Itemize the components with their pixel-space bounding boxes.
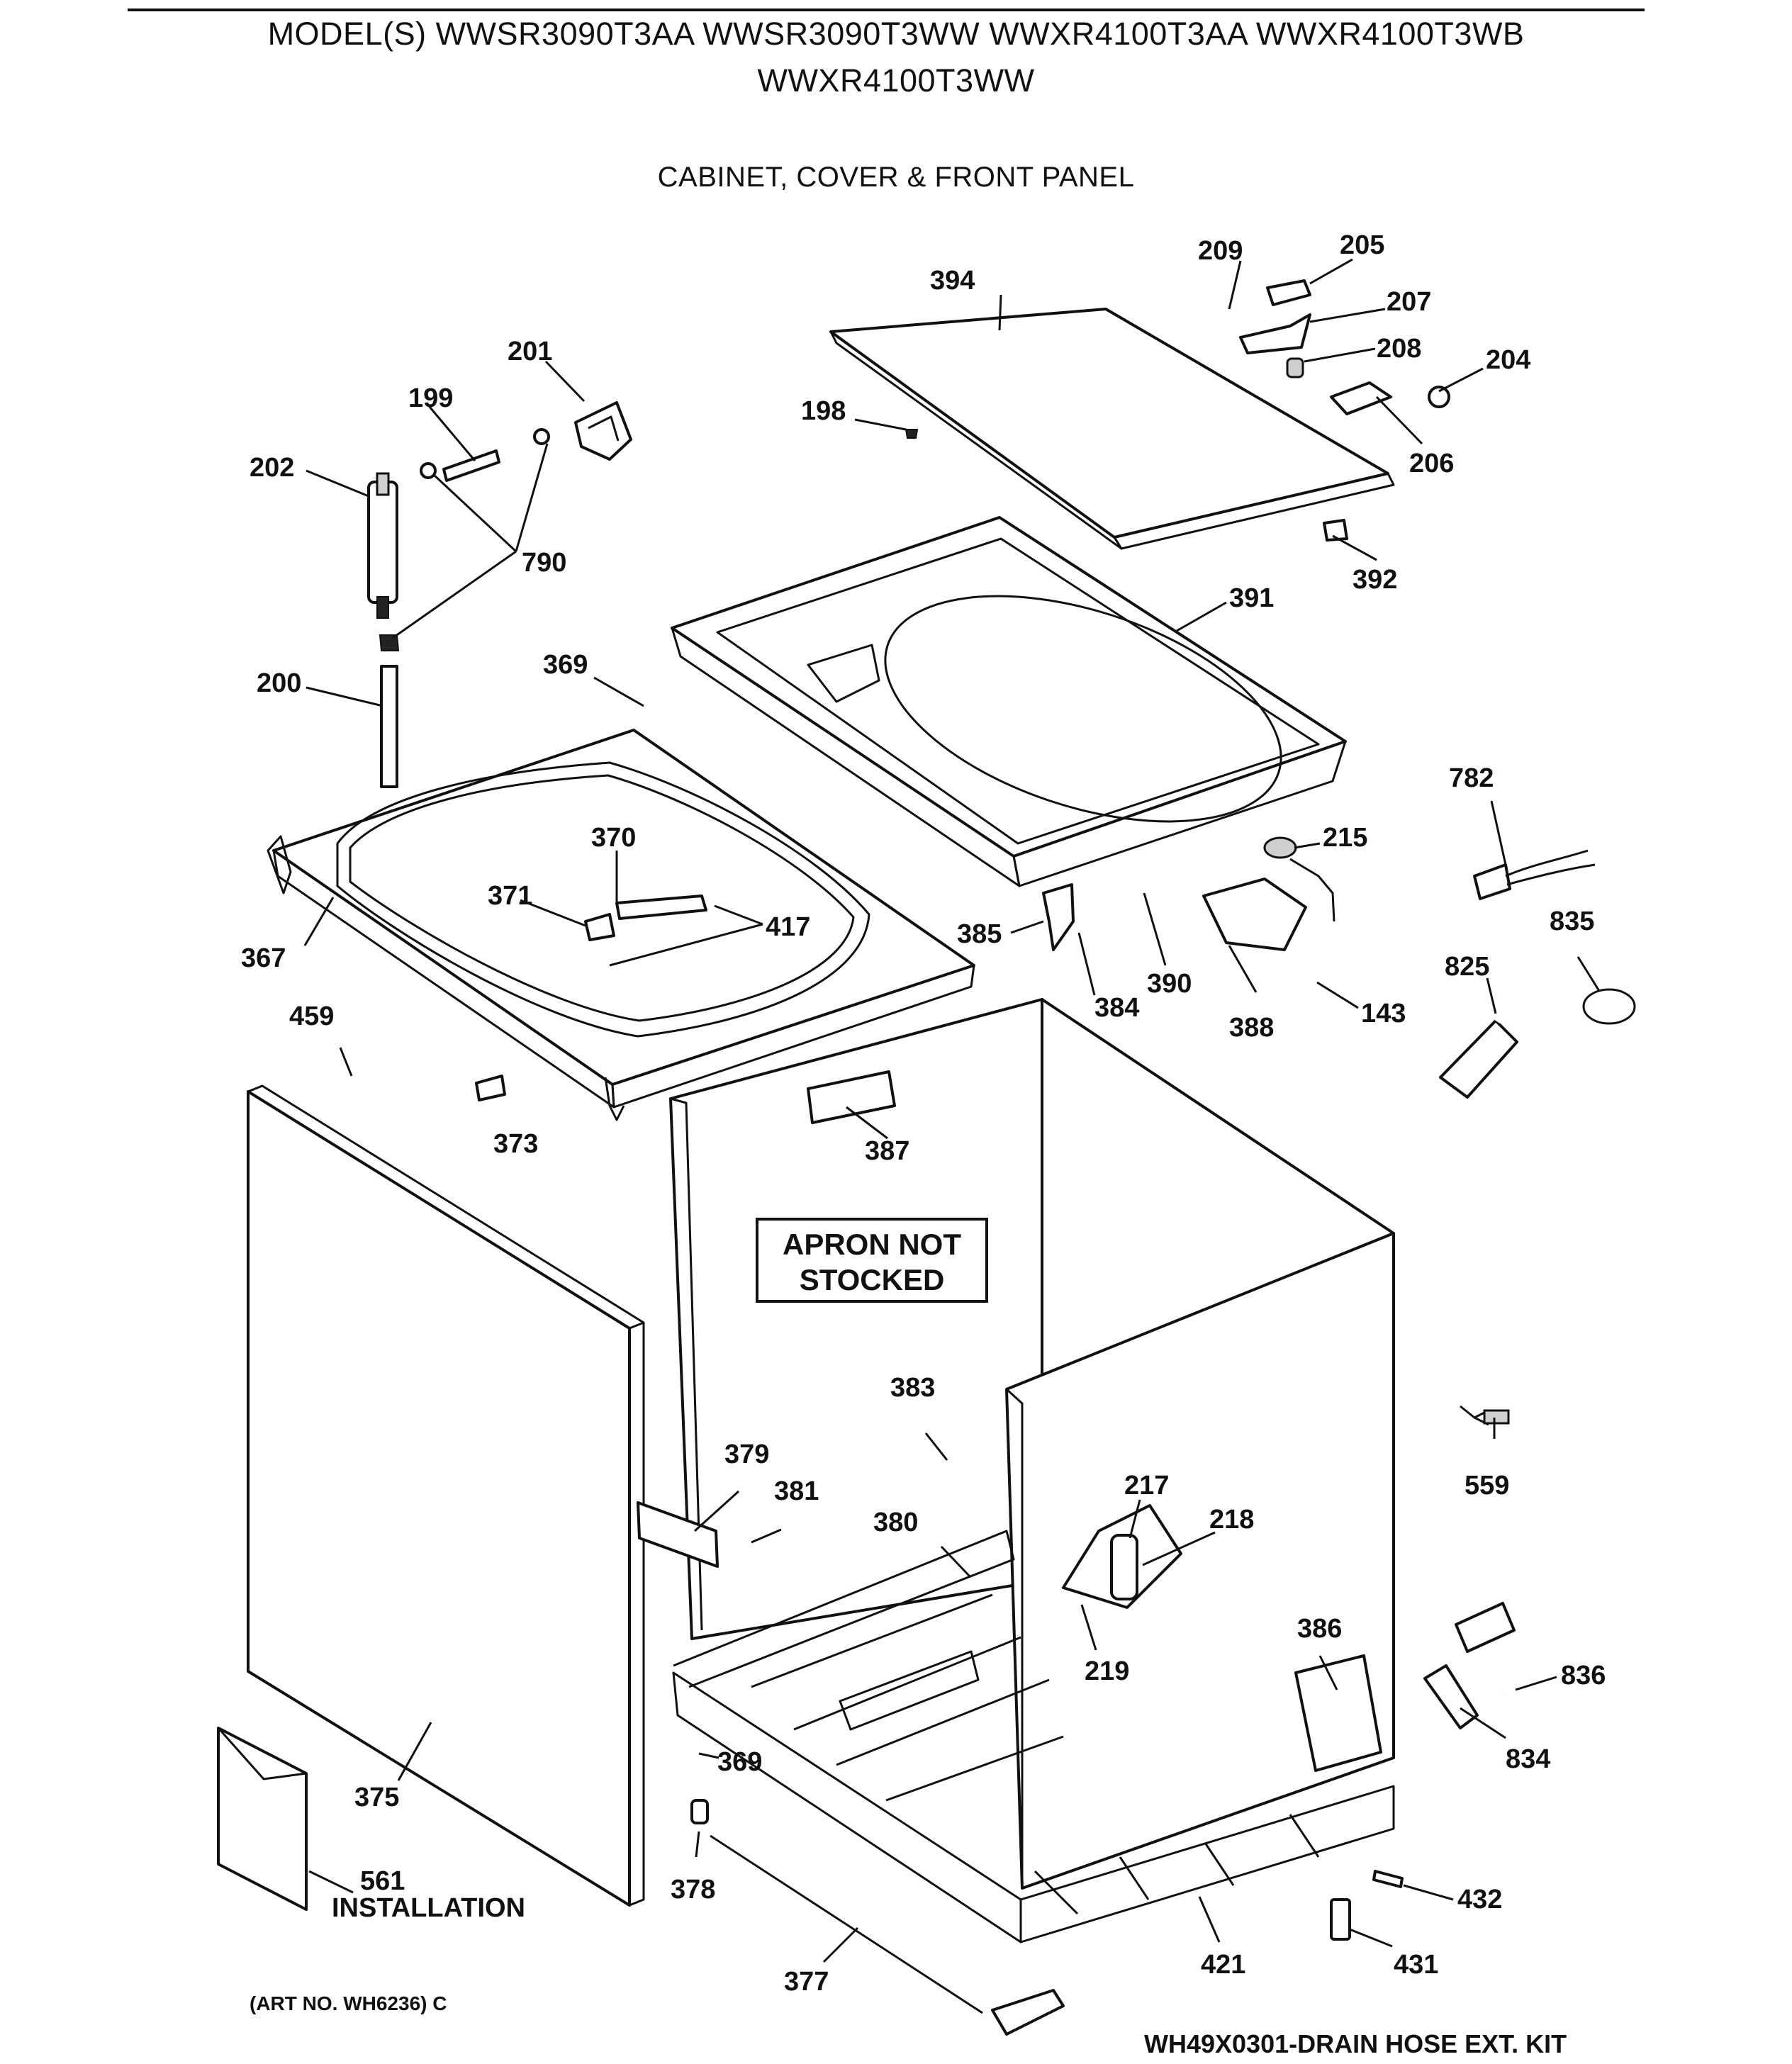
- part-207-spring: [1239, 313, 1311, 354]
- model-list-line-1: MODEL(S) WWSR3090T3AA WWSR3090T3WW WWXR4…: [267, 16, 1525, 52]
- callout: 378: [671, 1875, 715, 1905]
- drain-hose-kit-note: WH49X0301-DRAIN HOSE EXT. KIT: [1144, 2029, 1567, 2058]
- leader-lines: [303, 258, 1601, 1963]
- callout: 432: [1457, 1885, 1502, 1914]
- part-201-bracket: [574, 401, 632, 461]
- callout: 370: [591, 823, 636, 853]
- apron-note: APRON NOT STOCKED: [756, 1218, 988, 1303]
- callout: 385: [957, 919, 1002, 949]
- callout: 387: [865, 1136, 909, 1166]
- header-rule: [128, 9, 1645, 11]
- callout: 369: [543, 650, 588, 680]
- callout: 417: [766, 912, 810, 942]
- apron-note-line-1: APRON NOT: [783, 1228, 961, 1261]
- callout: 388: [1229, 1013, 1274, 1043]
- model-list-line-2: WWXR4100T3WW: [757, 62, 1035, 99]
- callout: 379: [724, 1440, 769, 1469]
- part-385-bracket: [1042, 883, 1075, 951]
- part-834-bracket: [1423, 1664, 1479, 1729]
- installation-label: INSTALLATION: [332, 1893, 525, 1923]
- part-431-foot: [1330, 1898, 1351, 1941]
- callout: 394: [930, 266, 975, 296]
- part-370-strap: [615, 894, 707, 920]
- callout: 218: [1209, 1505, 1254, 1535]
- callout: 381: [774, 1476, 819, 1506]
- callout: 383: [890, 1373, 935, 1403]
- callout: 217: [1124, 1471, 1169, 1501]
- callout: 392: [1353, 565, 1397, 595]
- part-392-bumper: [1323, 519, 1348, 542]
- part-202-shock: [367, 481, 398, 604]
- callout: 219: [1085, 1656, 1129, 1686]
- part-377-rod: [710, 1834, 983, 2014]
- callout: 199: [408, 383, 453, 413]
- part-204-clip: [1428, 386, 1450, 408]
- callout: 390: [1147, 969, 1192, 999]
- callout: 371: [488, 881, 532, 911]
- section-title: CABINET, COVER & FRONT PANEL: [657, 162, 1135, 193]
- callout: 561: [360, 1866, 405, 1896]
- cabinet-body-part: [669, 998, 1395, 1944]
- callout: 380: [873, 1508, 918, 1537]
- callout: 836: [1561, 1661, 1606, 1690]
- part-199-pin: [442, 449, 500, 482]
- callout: 201: [508, 337, 552, 366]
- part-378-nut: [690, 1799, 709, 1824]
- callout: 559: [1465, 1471, 1509, 1501]
- callout: 431: [1394, 1950, 1438, 1980]
- callout: 790: [522, 548, 566, 578]
- callout: 202: [250, 453, 294, 483]
- part-206-link: [1330, 381, 1392, 415]
- callout: 835: [1550, 907, 1594, 936]
- part-371-clip: [584, 913, 615, 941]
- callout: 206: [1409, 449, 1454, 478]
- part-386-bracket: [1294, 1654, 1382, 1772]
- callout-labels: 209 205 394 207 208 204 201 199 198 206 …: [241, 230, 1606, 1997]
- callout: 204: [1486, 345, 1530, 375]
- callout: 375: [354, 1783, 399, 1812]
- part-208: [1286, 357, 1304, 378]
- callout: 367: [241, 943, 286, 973]
- callout: 373: [493, 1129, 538, 1159]
- callout: 209: [1198, 236, 1243, 266]
- part-782-harness: [1473, 863, 1511, 900]
- callout: 391: [1229, 583, 1274, 613]
- apron-note-line-2: STOCKED: [800, 1263, 945, 1296]
- part-387-bracket: [807, 1070, 896, 1124]
- installation-envelope-part: [217, 1727, 308, 1911]
- front-apron-part: [247, 1084, 645, 1907]
- part-373-clip: [475, 1075, 506, 1101]
- hardware-parts: [367, 279, 1636, 2036]
- callout: 782: [1449, 763, 1494, 793]
- part-432-pin: [1372, 1870, 1404, 1888]
- part-379-strap: [637, 1501, 719, 1568]
- callout: 421: [1201, 1950, 1245, 1980]
- callout: 215: [1323, 823, 1367, 853]
- callout: 208: [1377, 334, 1421, 364]
- callout: 834: [1506, 1744, 1550, 1774]
- part-215: [1263, 836, 1297, 859]
- part-825-hose-end: [1439, 1019, 1518, 1099]
- callout: 207: [1387, 287, 1431, 317]
- part-218-valve: [1110, 1534, 1138, 1600]
- part-835-clamp: [1582, 988, 1636, 1025]
- part-205-hinge: [1266, 279, 1311, 306]
- part-388-switch: [1202, 877, 1307, 951]
- art-number: (ART NO. WH6236) C: [250, 1992, 447, 2014]
- callout: 205: [1340, 230, 1384, 260]
- lid-part: [829, 308, 1395, 550]
- callout: 459: [289, 1002, 334, 1031]
- callout: 384: [1094, 993, 1139, 1023]
- callout: 200: [257, 668, 301, 698]
- callout: 143: [1361, 999, 1406, 1028]
- part-825-drain-hose: [1491, 979, 1594, 1698]
- callout: 825: [1445, 952, 1489, 982]
- callout: 369: [717, 1747, 762, 1777]
- callout: 386: [1297, 1614, 1342, 1644]
- top-cover-part: [671, 516, 1347, 887]
- part-200-rod: [380, 665, 398, 788]
- callout: 377: [784, 1967, 829, 1997]
- callout: 198: [801, 396, 846, 426]
